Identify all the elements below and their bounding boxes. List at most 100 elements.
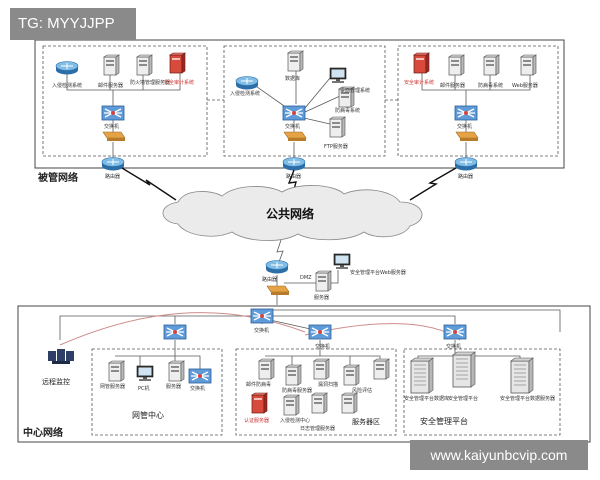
remote-monitor-icon <box>48 349 74 364</box>
server-area-title: 服务器区 <box>352 417 380 426</box>
label-router-center: 路由器 <box>262 276 277 283</box>
label-desktop-mgmt: 桌面管理系统 <box>340 87 370 94</box>
server-icon <box>483 54 500 76</box>
public-network-cloud <box>162 185 423 241</box>
label-intrusion-detection-2: 入侵检测系统 <box>230 90 260 97</box>
server-icon <box>287 50 304 72</box>
label-antivirus: 防病毒系统 <box>335 107 360 114</box>
router-icon <box>282 157 306 171</box>
server-icon <box>373 358 390 380</box>
switch-icon <box>308 324 332 340</box>
label-ids-center: 入侵检测中心 <box>280 417 310 424</box>
label-server-nms: 服务器 <box>166 383 181 390</box>
label-switch-right: 交换机 <box>457 123 472 130</box>
center-network-region <box>17 305 591 443</box>
server-icon <box>285 364 302 386</box>
label-sec-db2: 安全管理平台数据服务器 <box>500 395 555 402</box>
server-icon <box>341 392 358 414</box>
switch-icon <box>454 105 478 121</box>
server-icon <box>448 54 465 76</box>
rack-icon <box>510 357 534 394</box>
switch-icon <box>282 105 306 121</box>
firewall-icon <box>283 131 307 142</box>
server-icon <box>520 54 537 76</box>
server-icon <box>283 394 300 416</box>
nms-center-box <box>91 348 223 436</box>
router-icon <box>454 157 478 171</box>
site-box-left <box>42 45 208 157</box>
server-icon <box>315 270 332 292</box>
router-icon <box>101 157 125 171</box>
router-icon <box>235 76 259 90</box>
server-icon <box>103 54 120 76</box>
label-ftp-server: FTP服务器 <box>324 143 348 150</box>
label-nms-server: 网管服务器 <box>100 383 125 390</box>
label-security-audit: 安全审计系统 <box>164 79 194 86</box>
pc-icon <box>333 253 351 270</box>
red-server-icon <box>413 52 430 74</box>
label-switch-mid: 交换机 <box>285 123 300 130</box>
label-vuln-scan: 漏洞扫描 <box>318 381 338 388</box>
managed-network-title: 被管网络 <box>38 171 78 184</box>
server-area-box <box>235 348 397 436</box>
label-sec-app: 安全管理平台 <box>448 395 478 402</box>
watermark-bottom-right: www.kaiyunbcvip.com <box>410 440 588 470</box>
watermark-top-left: TG: MYYJJPP <box>10 8 136 40</box>
server-icon <box>313 358 330 380</box>
nms-center-title: 网管中心 <box>132 410 164 420</box>
switch-icon <box>101 105 125 121</box>
label-switch-center: 交换机 <box>254 327 269 334</box>
pc-icon <box>329 67 347 84</box>
label-mail-antivirus: 邮件防病毒 <box>246 381 271 388</box>
label-cert-server: 认证服务器 <box>244 417 269 424</box>
label-router-left: 路由器 <box>105 173 120 180</box>
server-icon <box>108 360 125 382</box>
switch-icon <box>443 324 467 340</box>
center-network-title: 中心网络 <box>23 426 63 439</box>
public-network-title: 公共网络 <box>266 206 314 221</box>
label-sec-web-server: 安全管理平台Web服务器 <box>350 269 406 276</box>
label-mail-server: 邮件服务器 <box>98 82 123 89</box>
router-icon <box>55 61 79 75</box>
firewall-icon <box>455 131 479 142</box>
server-icon <box>311 392 328 414</box>
label-log-mgmt: 日志管理服务器 <box>300 425 335 432</box>
remote-monitor-label: 远程监控 <box>42 377 70 386</box>
server-icon <box>136 54 153 76</box>
label-db: 数据库 <box>285 75 300 82</box>
label-web-server: Web服务器 <box>512 82 538 89</box>
label-switch-center-right: 交换机 <box>446 343 461 350</box>
label-server-dmz: 服务器 <box>314 294 329 301</box>
site-box-middle <box>223 45 386 157</box>
label-risk-eval: 风险评估 <box>352 387 372 394</box>
label-pc: PC机 <box>138 385 150 392</box>
label-router-right: 路由器 <box>458 173 473 180</box>
label-firewall-mgmt: 防火墙管理服务器 <box>130 79 170 86</box>
rack-icon <box>452 351 476 388</box>
security-platform-title: 安全管理平台 <box>420 416 468 426</box>
wan-link-left <box>121 167 177 201</box>
label-switch-left: 交换机 <box>104 123 119 130</box>
red-server-icon <box>251 392 268 414</box>
label-antivirus-server: 防病毒服务器 <box>282 387 312 394</box>
switch-icon <box>163 324 187 340</box>
server-icon <box>343 364 360 386</box>
label-dmz: DMZ <box>300 275 312 281</box>
server-icon <box>168 360 185 382</box>
server-icon <box>258 358 275 380</box>
firewall-icon <box>102 131 126 142</box>
label-intrusion-detection: 入侵检测系统 <box>52 82 82 89</box>
server-icon <box>329 116 346 138</box>
red-server-icon <box>169 52 186 74</box>
wan-link-right <box>409 167 457 201</box>
site-box-right <box>397 45 559 157</box>
rack-icon <box>410 357 434 394</box>
firewall-icon <box>266 285 290 296</box>
label-antivirus-2: 防病毒系统 <box>478 82 503 89</box>
switch-icon <box>188 368 212 384</box>
label-switch-nms: 交换机 <box>190 385 205 392</box>
security-platform-box <box>403 348 561 436</box>
label-security-audit-2: 安全审计系统 <box>404 79 434 86</box>
switch-icon <box>250 308 274 324</box>
